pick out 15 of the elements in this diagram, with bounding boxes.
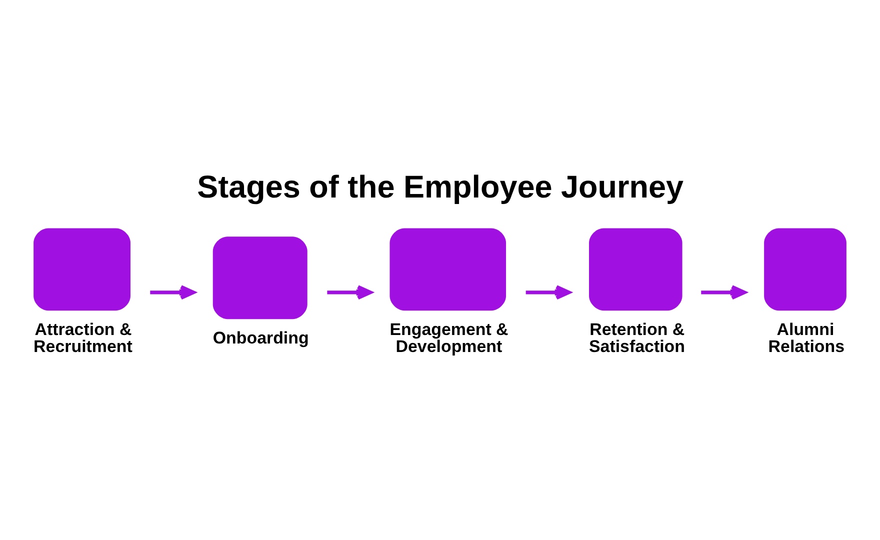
node-label: Retention & Satisfaction	[589, 320, 686, 356]
arrow	[150, 285, 196, 300]
node-box	[34, 228, 130, 311]
node-box	[390, 228, 506, 311]
arrow	[327, 285, 372, 300]
arrow	[526, 285, 571, 300]
diagram-title: Stages of the Employee Journey	[197, 168, 684, 205]
node-box	[764, 228, 846, 311]
node-label: Onboarding	[212, 328, 309, 348]
node-label: Engagement & Development	[390, 320, 508, 356]
node-label: Alumni Relations	[768, 320, 845, 356]
node-label: Attraction & Recruitment	[34, 320, 132, 356]
node-box	[212, 236, 308, 320]
node-box	[589, 228, 682, 311]
arrow	[701, 285, 746, 300]
